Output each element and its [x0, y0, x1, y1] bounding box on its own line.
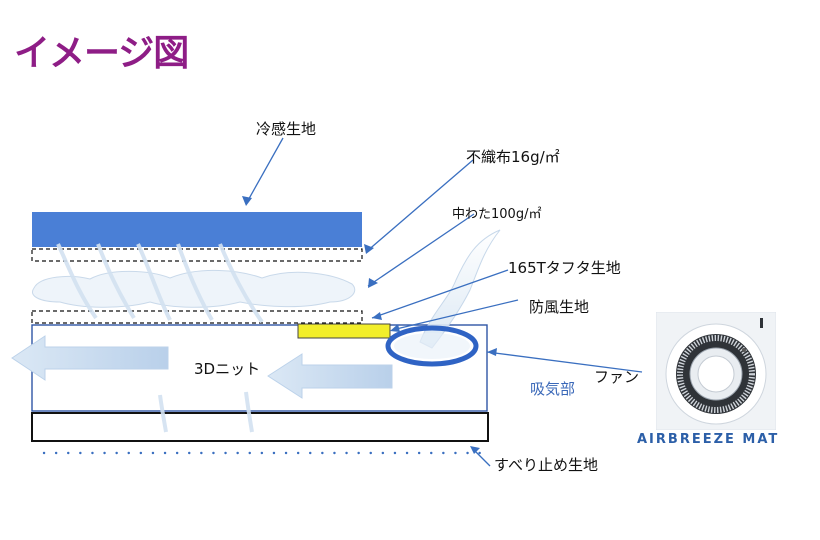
product-brand-name: AIRBREEZE MAT: [637, 432, 780, 447]
label-taffeta: 165Tタフタ生地: [508, 259, 621, 277]
leader-lines: [245, 137, 643, 467]
diagram-title: イメージ図: [14, 33, 189, 74]
airflow-center-arrow: [267, 353, 393, 399]
label-windproof: 防風生地: [529, 298, 590, 316]
label-fan: ファン: [594, 368, 640, 386]
label-cool-fabric: 冷感生地: [256, 120, 317, 138]
product-photo: [656, 312, 776, 430]
label-nonslip: すべり止め生地: [494, 456, 598, 474]
taffeta-layer: [31, 310, 363, 324]
fan-ring: [385, 325, 479, 367]
label-intake: 吸気部: [530, 380, 576, 398]
label-3d-knit: 3Dニット: [194, 360, 261, 378]
nonwoven-layer: [31, 248, 363, 262]
air-streaks: [56, 243, 264, 433]
windproof-fabric-piece: [297, 323, 391, 339]
airflow-left-arrow: [11, 335, 169, 381]
label-batting: 中わた100g/㎡: [452, 207, 542, 222]
fan-ring-inner: [394, 333, 470, 359]
cool-fabric-layer: [32, 212, 362, 247]
nonslip-layer: [31, 412, 489, 442]
leader-arrowheads: [242, 196, 497, 454]
label-nonwoven: 不織布16g/㎡: [466, 148, 560, 166]
